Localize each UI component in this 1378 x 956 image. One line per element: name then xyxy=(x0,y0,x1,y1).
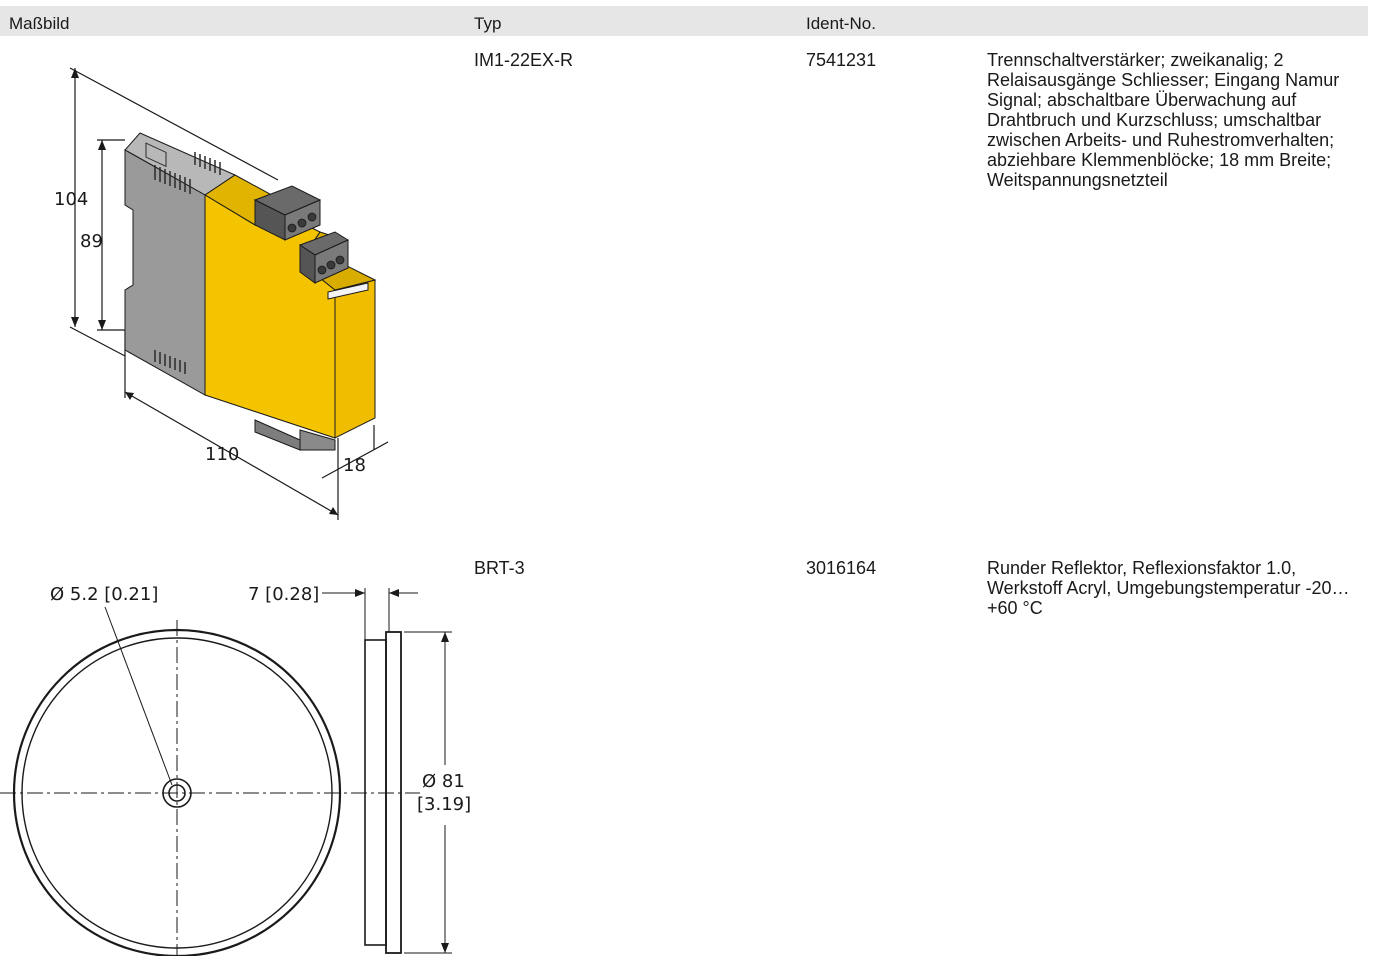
dim-width: 18 xyxy=(343,455,366,476)
header-drawing: Maßbild xyxy=(9,14,70,33)
row2-description: Runder Reflektor, Reflexionsfaktor 1.0, … xyxy=(987,558,1350,618)
dim-hole: Ø 5.2 [0.21] xyxy=(50,584,158,605)
row1-description: Trennschaltverstärker; zweikanalig; 2 Re… xyxy=(987,50,1340,190)
row2-ident: 3016164 xyxy=(806,558,877,578)
dim-height-total: 104 xyxy=(54,189,88,210)
dim-depth: 110 xyxy=(205,444,239,465)
dim-thickness: 7 [0.28] xyxy=(248,584,319,605)
dim-diameter: Ø 81 xyxy=(422,771,465,792)
dim-diameter-inch: [3.19] xyxy=(417,794,471,815)
row1-type: IM1-22EX-R xyxy=(474,50,574,70)
row1-ident: 7541231 xyxy=(806,50,877,70)
header-type: Typ xyxy=(474,14,502,33)
header-ident: Ident-No. xyxy=(806,14,876,33)
row2-type: BRT-3 xyxy=(474,558,525,578)
table-header: Maßbild Typ Ident-No. xyxy=(0,6,1368,36)
dim-height-inner: 89 xyxy=(80,231,103,252)
